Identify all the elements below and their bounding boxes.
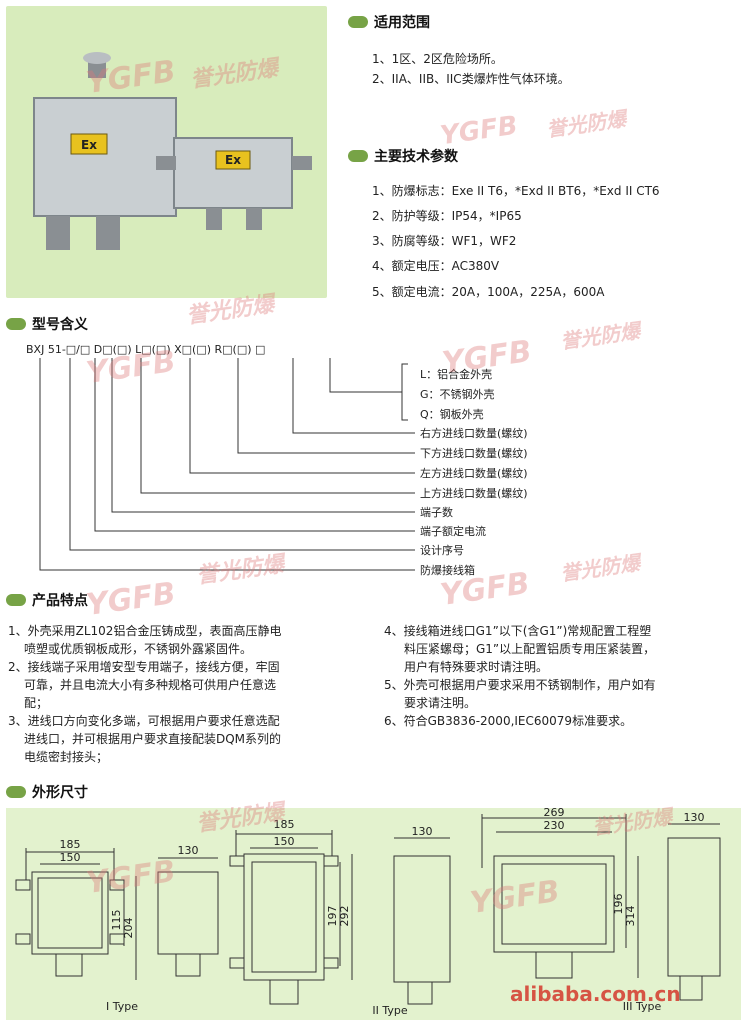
type1-caption: I Type bbox=[106, 1000, 138, 1013]
label-steel: Q：钢板外壳 bbox=[420, 407, 484, 421]
t3-height-inner: 196 bbox=[612, 894, 625, 915]
t3-height-outer: 314 bbox=[624, 906, 637, 927]
model-heading: 型号含义 bbox=[6, 314, 88, 334]
features-right-column: 4、接线箱进线口G1”以下(含G1”)常规配置工程塑 料压紧螺母；G1”以上配置… bbox=[384, 622, 739, 730]
t3-side-width-left: 130 bbox=[412, 825, 433, 838]
t1-width-outer: 185 bbox=[60, 838, 81, 851]
param-item: 5、额定电流：20A，100A，225A，600A bbox=[372, 285, 605, 299]
type1-front-box bbox=[31, 871, 109, 955]
heading-bullet bbox=[348, 16, 368, 28]
type1-front-inner bbox=[37, 877, 103, 949]
label-stainless: G：不锈钢外壳 bbox=[420, 387, 495, 401]
watermark-cn: 誉光防爆 bbox=[544, 106, 628, 142]
leader-top-inlet bbox=[140, 358, 415, 494]
bottom-gland-left bbox=[46, 216, 70, 250]
heading-bullet bbox=[6, 594, 26, 606]
ex-label-small-text: Ex bbox=[225, 153, 241, 167]
small-box-body bbox=[173, 137, 293, 209]
type3-front-box bbox=[493, 855, 615, 953]
ex-label-large-text: Ex bbox=[81, 138, 97, 152]
type2-front-box bbox=[243, 853, 325, 981]
junction-box-illustration: Ex Ex bbox=[33, 52, 312, 250]
features-left-column: 1、外壳采用ZL102铝合金压铸成型，表面高压静电 喷塑或优质钢板成形，不锈钢外… bbox=[8, 622, 358, 766]
type2-caption: II Type bbox=[372, 1004, 407, 1017]
small-gland-2 bbox=[246, 208, 262, 230]
label-design-no: 设计序号 bbox=[420, 543, 464, 557]
heading-bullet bbox=[6, 786, 26, 798]
large-box-body bbox=[33, 97, 177, 217]
material-bracket bbox=[401, 363, 408, 421]
dims-heading: 外形尺寸 bbox=[6, 782, 88, 802]
t2-width-outer: 185 bbox=[274, 818, 295, 831]
type3-caption: III Type bbox=[623, 1000, 662, 1013]
feature-line: 5、外壳可根据用户要求采用不锈钢制作，用户如有 bbox=[384, 678, 656, 692]
leader-right-inlet bbox=[292, 358, 415, 434]
leader-box-type bbox=[39, 358, 415, 571]
type3-side-left-box bbox=[393, 855, 451, 983]
feature-line: 2、接线端子采用增安型专用端子，接线方便，牢固 bbox=[8, 660, 280, 674]
t1-height-inner: 115 bbox=[110, 910, 123, 931]
scope-heading: 适用范围 bbox=[348, 12, 430, 32]
feature-line: 4、接线箱进线口G1”以下(含G1”)常规配置工程塑 bbox=[384, 624, 652, 638]
heading-bullet bbox=[348, 150, 368, 162]
feature-line: 喷塑或优质钢板成形，不锈钢外露紧固件。 bbox=[24, 642, 253, 656]
label-left-inlet: 左方进线口数量(螺纹) bbox=[420, 466, 528, 480]
t3-side-width-right: 130 bbox=[684, 811, 705, 824]
dimension-drawings: 185 150 115 204 130 I Type 185 150 197 2… bbox=[15, 806, 721, 1017]
leader-material bbox=[329, 358, 402, 393]
leader-terminal-current bbox=[94, 358, 415, 532]
top-gland-cap bbox=[83, 52, 111, 64]
param-item: 1、防爆标志：Exe II T6，*Exd II BT6，*Exd II CT6 bbox=[372, 184, 660, 198]
feature-line: 可靠，并且电流大小有多种规格可供用户任意选 bbox=[24, 678, 277, 692]
label-terminal-count: 端子数 bbox=[420, 506, 453, 519]
side-gland-right bbox=[292, 156, 312, 170]
t2-width-inner: 150 bbox=[274, 835, 295, 848]
t1-side-width: 130 bbox=[178, 844, 199, 857]
param-item: 2、防护等级：IP54，*IP65 bbox=[372, 209, 522, 223]
leader-left-inlet bbox=[189, 358, 415, 474]
model-code-diagram: BXJ 51-□/□ D□(□) L□(□) X□(□) R□(□) □ L：铝… bbox=[26, 343, 528, 577]
feature-line: 6、符合GB3836-2000,IEC60079标准要求。 bbox=[384, 714, 633, 728]
leader-bottom-inlet bbox=[237, 358, 415, 454]
dimension-drawings-panel: 185 150 115 204 130 I Type 185 150 197 2… bbox=[6, 806, 741, 1020]
feature-line: 3、进线口方向变化多端，可根据用户要求任意选配 bbox=[8, 714, 280, 728]
label-top-inlet: 上方进线口数量(螺纹) bbox=[420, 486, 528, 500]
model-code: BXJ 51-□/□ D□(□) L□(□) X□(□) R□(□) □ bbox=[26, 343, 265, 356]
params-heading: 主要技术参数 bbox=[348, 146, 458, 166]
feature-line: 1、外壳采用ZL102铝合金压铸成型，表面高压静电 bbox=[8, 624, 282, 638]
ex-label-small bbox=[215, 150, 251, 170]
type1-side-box bbox=[157, 871, 219, 955]
small-gland-1 bbox=[206, 208, 222, 230]
t1-width-inner: 150 bbox=[60, 851, 81, 864]
features-heading: 产品特点 bbox=[6, 590, 88, 610]
param-item: 4、额定电压：AC380V bbox=[372, 259, 500, 273]
feature-line: 用户有特殊要求时请注明。 bbox=[404, 660, 549, 674]
param-item: 3、防腐等级：WF1，WF2 bbox=[372, 234, 517, 248]
scope-item: 2、IIA、IIB、IIC类爆炸性气体环境。 bbox=[372, 72, 570, 86]
t3-width-outer: 269 bbox=[544, 808, 565, 819]
t2-height-inner: 197 bbox=[326, 906, 339, 927]
heading-bullet bbox=[6, 318, 26, 330]
label-right-inlet: 右方进线口数量(螺纹) bbox=[420, 426, 528, 440]
scope-item: 1、1区、2区危险场所。 bbox=[372, 52, 503, 66]
label-bottom-inlet: 下方进线口数量(螺纹) bbox=[420, 446, 528, 460]
t3-width-inner: 230 bbox=[544, 819, 565, 832]
leader-design-no bbox=[69, 358, 415, 551]
label-box-type: 防爆接线箱 bbox=[420, 563, 475, 577]
leader-terminal-count bbox=[111, 358, 415, 513]
product-photo: Ex Ex bbox=[6, 6, 327, 298]
side-gland-left bbox=[156, 156, 176, 170]
t1-height-outer: 204 bbox=[122, 918, 135, 939]
feature-line: 电缆密封接头； bbox=[24, 750, 109, 764]
ex-label-large bbox=[70, 133, 108, 155]
label-terminal-current: 端子额定电流 bbox=[420, 524, 486, 538]
feature-line: 要求请注明。 bbox=[404, 696, 477, 710]
t2-height-outer: 292 bbox=[338, 906, 351, 927]
feature-line: 料压紧螺母；G1”以上配置铝质专用压紧装置， bbox=[404, 642, 656, 656]
feature-line: 配； bbox=[24, 696, 49, 710]
bottom-gland-right bbox=[96, 216, 120, 250]
feature-line: 进线口，并可根据用户要求直接配装DQM系列的 bbox=[24, 732, 282, 746]
type3-side-right-box bbox=[667, 837, 721, 977]
label-aluminum: L：铝合金外壳 bbox=[420, 367, 492, 381]
